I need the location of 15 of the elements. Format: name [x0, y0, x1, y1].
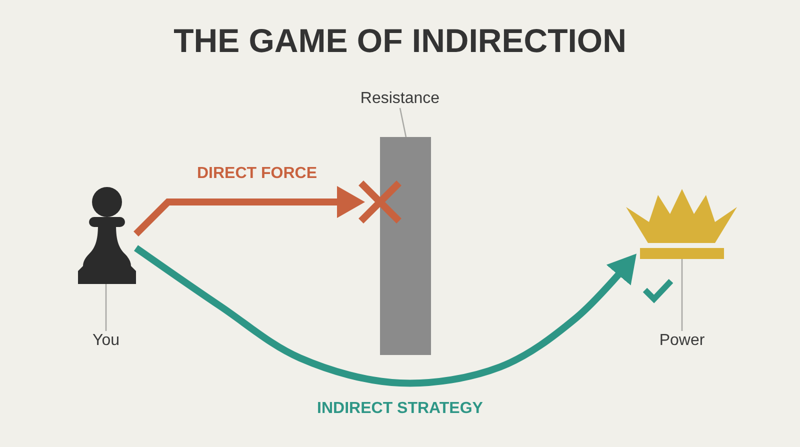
- wall: [380, 137, 431, 355]
- node-label: You: [92, 331, 120, 350]
- arrow: [134, 245, 637, 387]
- title: THE GAME OF INDIRECTION: [174, 21, 626, 61]
- arrow: [134, 186, 365, 236]
- cross-icon: [358, 180, 402, 224]
- leader-line: [105, 284, 107, 331]
- node-label: Resistance: [360, 89, 440, 108]
- leader-line: [399, 108, 407, 138]
- node-label: Power: [659, 331, 705, 350]
- pawn-icon: [78, 187, 136, 284]
- edge-label: INDIRECT STRATEGY: [317, 399, 483, 418]
- leader-line: [681, 259, 683, 331]
- edge-label: DIRECT FORCE: [197, 164, 317, 183]
- crown-icon: [626, 189, 737, 259]
